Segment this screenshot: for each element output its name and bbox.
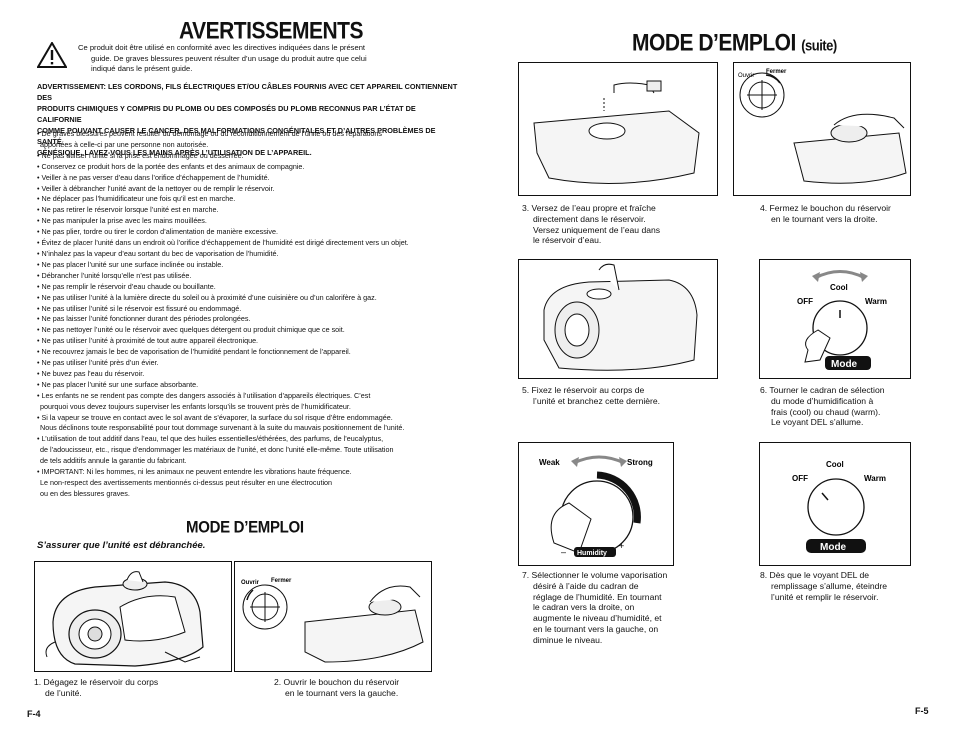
humidity-dial-illustration: Weak Strong Humidity – + bbox=[539, 455, 653, 557]
close-cap-illustration: Ouvrir Fermer bbox=[738, 69, 907, 184]
warning-item: • Ne recouvrez jamais le bec de vaporisa… bbox=[37, 347, 351, 357]
warning-item: • Veiller à débrancher l’unité avant de … bbox=[37, 183, 275, 193]
warning-list: • De graves blessures peuvent résulter d… bbox=[37, 129, 467, 500]
warning-item: • Évitez de placer l’unité dans un endro… bbox=[37, 238, 409, 248]
step-6-caption: 6. Tourner le cadran de sélection du mod… bbox=[760, 385, 885, 428]
figure-step-7: Weak Strong Humidity – + bbox=[518, 442, 674, 566]
step-1-caption: 1. Dégagez le réservoir du corps de l’un… bbox=[34, 677, 159, 698]
warning-item: • Ne pas placer l’unité sur une surface … bbox=[37, 379, 199, 389]
warning-item: • Ne pas manipuler la prise avec les mai… bbox=[37, 216, 207, 226]
warning-item: • Ne buvez pas l’eau du réservoir. bbox=[37, 368, 145, 378]
warnings-title: AVERTISSEMENTS bbox=[179, 18, 363, 45]
warning-item: • Ne pas utiliser l’unité à proximité de… bbox=[37, 336, 259, 346]
warning-item: • Débrancher l’unité lorsqu’elle n’est p… bbox=[37, 270, 192, 280]
warning-item: • Conservez ce produit hors de la portée… bbox=[37, 161, 305, 171]
warm-label-2: Warm bbox=[864, 474, 886, 483]
off-label-2: OFF bbox=[792, 474, 808, 483]
warning-item: • Ne pas utiliser l’unité à la lumière d… bbox=[37, 292, 377, 302]
step-4-caption: 4. Fermez le bouchon du réservoir en le … bbox=[760, 203, 891, 224]
step-5-caption: 5. Fixez le réservoir au corps de l’unit… bbox=[522, 385, 661, 406]
mode-emploi-title: MODE D’EMPLOI bbox=[186, 518, 304, 537]
warning-item: • Ne pas utiliser l’unité si le réservoi… bbox=[37, 303, 242, 313]
mode-label: Mode bbox=[831, 359, 858, 370]
ouvrir-label: Ouvrir bbox=[241, 580, 260, 586]
warning-item: • Ne pas utiliser l’unité près d’un évie… bbox=[37, 358, 159, 368]
weak-label: Weak bbox=[539, 458, 560, 467]
figure-step-4: Ouvrir Fermer bbox=[733, 62, 911, 196]
mode-dial-illustration: Cool OFF Warm Mode bbox=[797, 270, 887, 370]
humidity-label: Humidity bbox=[577, 550, 607, 557]
figure-step-3 bbox=[518, 62, 718, 196]
figure-step-5 bbox=[518, 259, 718, 379]
warning-item: • Si la vapeur se trouve en contact avec… bbox=[37, 412, 405, 433]
warning-item: • De graves blessures peuvent résulter d… bbox=[37, 129, 382, 149]
warning-item: • Ne déplacer pas l’humidificateur une f… bbox=[37, 194, 236, 204]
step-2-caption: 2. Ouvrir le bouchon du réservoir en le … bbox=[274, 677, 400, 698]
warning-item: • Ne pas plier, tordre ou tirer le cordo… bbox=[37, 227, 279, 237]
humidifier-remove-tank-illustration bbox=[45, 571, 204, 667]
warning-item: • Ne pas placer l’unité sur une surface … bbox=[37, 259, 224, 269]
page-number-right: F-5 bbox=[915, 706, 929, 716]
warning-item: • IMPORTANT: Ni les hommes, ni les anima… bbox=[37, 467, 352, 498]
ouvrir-label-2: Ouvrir bbox=[738, 73, 754, 79]
warning-item: • Ne pas utiliser l’unité si la prise es… bbox=[37, 150, 244, 160]
step-7-caption: 7. Sélectionner le volume vaporisation d… bbox=[522, 570, 668, 645]
minus-label: – bbox=[561, 547, 566, 557]
figure-step-8: Cool OFF Warm Mode bbox=[759, 442, 911, 566]
warning-intro: Ce produit doit être utilisé en conformi… bbox=[78, 43, 367, 73]
california-warning: ADVERTISSEMENT: LES CORDONS, FILS ÉLECTR… bbox=[37, 82, 458, 157]
page-number-left: F-4 bbox=[27, 709, 41, 719]
tank-open-cap-illustration: Ouvrir Fermer bbox=[241, 578, 424, 663]
warning-triangle-icon bbox=[37, 42, 67, 68]
warning-item: • Les enfants ne se rendent pas compte d… bbox=[37, 390, 371, 411]
warning-item: • Ne pas remplir le réservoir d’eau chau… bbox=[37, 281, 216, 291]
strong-label: Strong bbox=[627, 458, 653, 467]
warning-item: • Ne pas retirer le réservoir lorsque l’… bbox=[37, 205, 219, 215]
mode-emploi-suite-title: MODE D’EMPLOI (suite) bbox=[632, 30, 837, 57]
cool-label-2: Cool bbox=[826, 460, 844, 469]
warning-item: • Veiller à ne pas verser d’eau dans l’o… bbox=[37, 172, 270, 182]
refill-led-illustration: Cool OFF Warm Mode bbox=[792, 460, 886, 553]
warning-item: • L’utilisation de tout additif dans l’e… bbox=[37, 434, 394, 466]
fermer-label: Fermer bbox=[271, 578, 292, 584]
figure-step-2: Ouvrir Fermer bbox=[234, 561, 432, 672]
unplug-note: S’assurer que l’unité est débranchée. bbox=[37, 540, 206, 551]
step-8-caption: 8. Dès que le voyant DEL de remplissage … bbox=[760, 570, 888, 602]
mode-label-2: Mode bbox=[820, 542, 847, 553]
cool-label: Cool bbox=[830, 283, 848, 292]
warm-label: Warm bbox=[865, 297, 887, 306]
fill-tank-faucet-illustration bbox=[533, 80, 700, 184]
off-label: OFF bbox=[797, 297, 813, 306]
warning-item: • N’inhalez pas la vapeur d’eau sortant … bbox=[37, 248, 279, 258]
plus-label: + bbox=[619, 541, 624, 551]
attach-tank-illustration bbox=[543, 263, 698, 371]
warning-item: • Ne pas nettoyer l’unité ou le réservoi… bbox=[37, 325, 345, 335]
step-3-caption: 3. Versez de l’eau propre et fraîche dir… bbox=[522, 203, 661, 246]
fermer-label-2: Fermer bbox=[766, 69, 787, 75]
warning-item: • Ne pas laisser l’unité fonctionner dur… bbox=[37, 314, 251, 324]
figure-step-1 bbox=[34, 561, 232, 672]
figure-step-6: Cool OFF Warm Mode bbox=[759, 259, 911, 379]
